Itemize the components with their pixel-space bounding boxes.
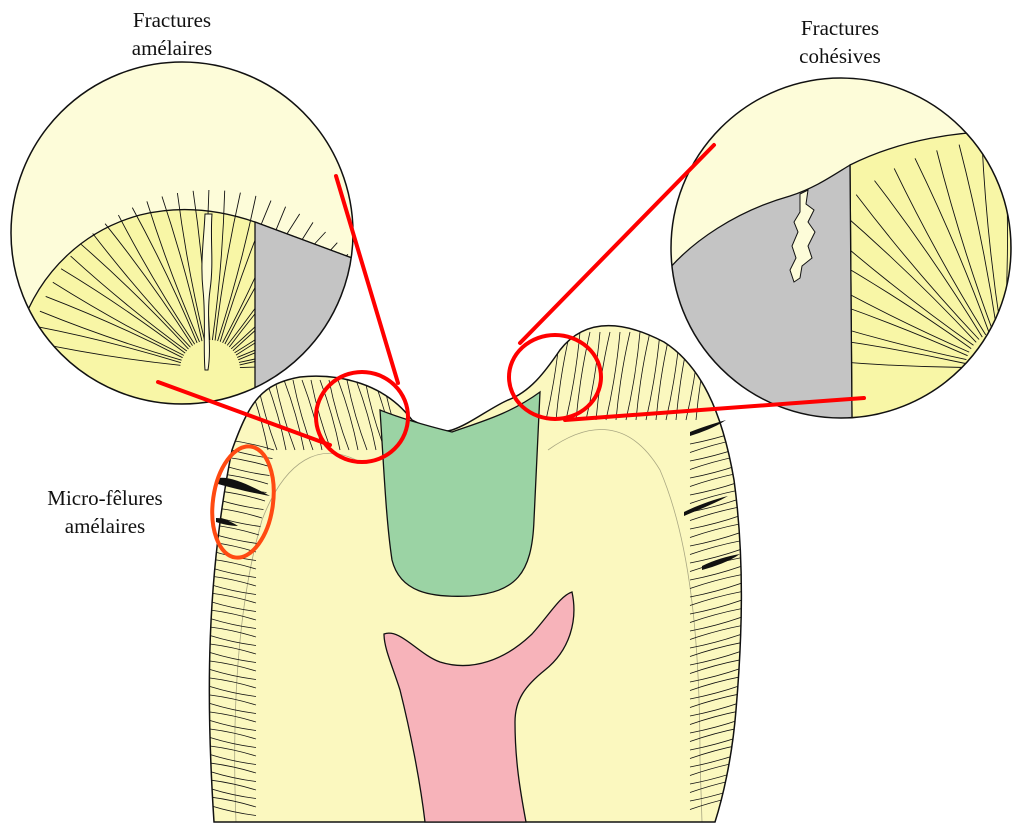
label-line: Micro-fêlures (30, 484, 180, 512)
inset-enamel-fractures (0, 62, 389, 404)
restoration-filling (380, 392, 540, 596)
inset-cohesive-fractures (660, 78, 1014, 420)
tooth-body (209, 326, 742, 822)
label-line: amélaires (30, 512, 180, 540)
inset-enamel-region (850, 132, 1011, 420)
label-micro-cracks: Micro-fêlures amélaires (30, 484, 180, 540)
label-line: cohésives (780, 42, 900, 70)
label-enamel-fractures: Fractures amélaires (112, 6, 232, 62)
label-line: amélaires (112, 34, 232, 62)
label-line: Fractures (112, 6, 232, 34)
label-line: Fractures (780, 14, 900, 42)
label-cohesive-fractures: Fractures cohésives (780, 14, 900, 70)
